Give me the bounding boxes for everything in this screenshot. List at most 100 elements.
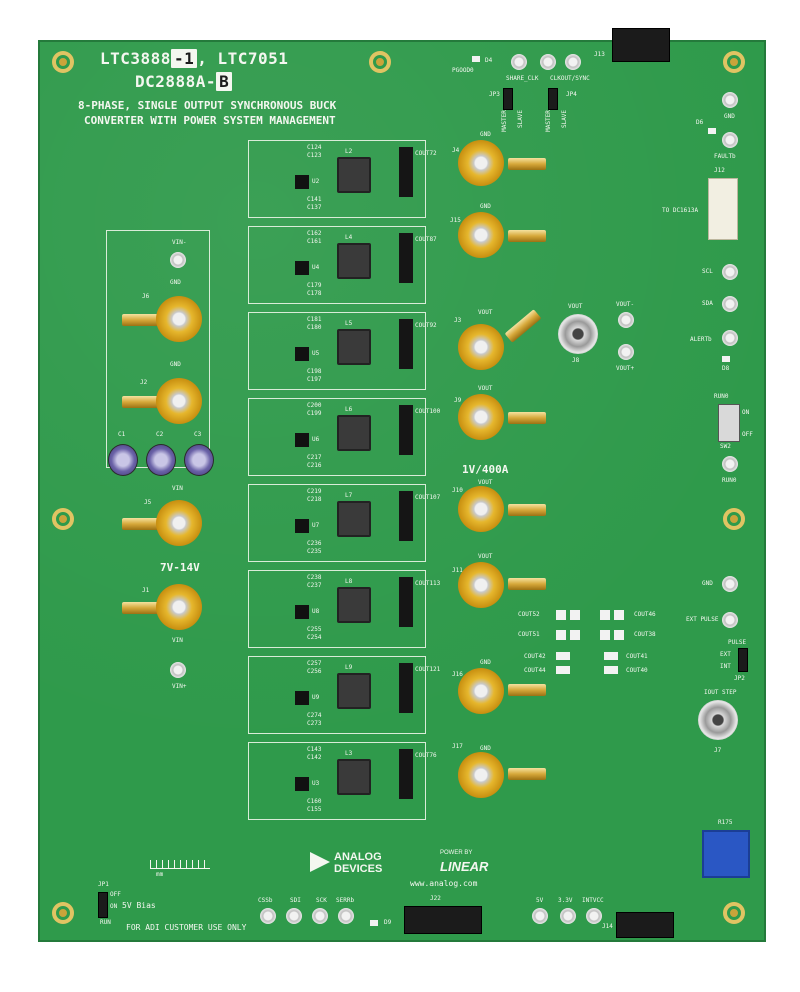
master-label-1: MASTER	[500, 110, 508, 132]
cout44-label: COUT44	[524, 667, 546, 674]
inductor-label: L6	[345, 406, 353, 413]
pad-cout44	[556, 666, 570, 674]
jumper-jp4[interactable]	[548, 88, 558, 110]
pad-cout51	[556, 630, 566, 640]
gnd-mid-testpoint[interactable]	[722, 576, 738, 592]
gnd-j17-label: GND	[480, 745, 491, 752]
post-j4[interactable]	[458, 140, 504, 186]
clkout-sync-testpoint[interactable]	[540, 54, 556, 70]
gnd-j2-label: GND	[170, 361, 181, 368]
pad-cout42	[556, 652, 570, 660]
vin-j5-label: VIN	[172, 485, 183, 492]
5v-testpoint[interactable]	[532, 908, 548, 924]
post-j3[interactable]	[458, 324, 504, 370]
faultb-label: FAULTb	[714, 153, 736, 160]
board-rev: B	[216, 72, 233, 91]
inductor-label: L9	[345, 664, 353, 671]
inductor-label: L7	[345, 492, 353, 499]
input-rating: 7V-14V	[160, 561, 200, 574]
post-j10[interactable]	[458, 486, 504, 532]
jumper-jp3[interactable]	[503, 88, 513, 110]
faultb-testpoint[interactable]	[722, 132, 738, 148]
cap-label-c: C255	[307, 626, 322, 633]
post-j17[interactable]	[458, 752, 504, 798]
sdi-testpoint[interactable]	[286, 908, 302, 924]
post-j9[interactable]	[458, 394, 504, 440]
switch-sw2[interactable]	[718, 404, 740, 442]
alertb-testpoint[interactable]	[722, 330, 738, 346]
post-j2[interactable]	[156, 378, 202, 424]
inductor-l7	[337, 501, 371, 537]
cap-label-a: C124	[307, 144, 322, 151]
mounting-hole	[52, 508, 74, 530]
post-j5[interactable]	[156, 500, 202, 546]
inductor-label: L4	[345, 234, 353, 241]
cap-label-a: C238	[307, 574, 322, 581]
potentiometer-r175[interactable]	[702, 830, 750, 878]
jumper-jp2[interactable]	[738, 648, 748, 672]
jumper-jp1[interactable]	[98, 892, 108, 918]
post-j6[interactable]	[156, 296, 202, 342]
sda-testpoint[interactable]	[722, 296, 738, 312]
stud-j15	[508, 230, 546, 242]
pad-cout41	[604, 652, 618, 660]
scl-testpoint[interactable]	[722, 264, 738, 280]
sck-testpoint[interactable]	[312, 908, 328, 924]
gnd-testpoint[interactable]	[722, 92, 738, 108]
clkout-sync-label: CLKOUT/SYNC	[550, 75, 590, 82]
ext-pulse-testpoint[interactable]	[722, 612, 738, 628]
slave-label-1: SLAVE	[517, 109, 525, 129]
stud-j16	[508, 684, 546, 696]
off-label: OFF	[110, 891, 121, 898]
ic-label: U2	[312, 178, 320, 185]
output-cap-stack	[399, 319, 413, 369]
board-id: DC2888A-B	[135, 72, 233, 91]
phase-3: U5 L5 C181 C180 C198 C197 COUT92	[248, 312, 437, 390]
j10-label: J10	[452, 487, 463, 494]
serrb-testpoint[interactable]	[338, 908, 354, 924]
cssb-testpoint[interactable]	[260, 908, 276, 924]
desc-line-1: 8-PHASE, SINGLE OUTPUT SYNCHRONOUS BUCK	[78, 99, 337, 112]
cout-label: COUT76	[415, 752, 437, 759]
c1-label: C1	[118, 431, 126, 438]
phase-1: U2 L2 C124 C123 C141 C137 COUT72	[248, 140, 437, 218]
j11-label: J11	[452, 567, 463, 574]
header-j13[interactable]	[612, 28, 670, 62]
3v3-testpoint[interactable]	[560, 908, 576, 924]
mounting-hole	[369, 51, 391, 73]
inductor-l9	[337, 673, 371, 709]
vout-minus-testpoint[interactable]	[618, 312, 634, 328]
output-cap-stack	[399, 749, 413, 799]
vin-minus-testpoint[interactable]	[170, 252, 186, 268]
j4-label: J4	[452, 147, 460, 154]
post-j15[interactable]	[458, 212, 504, 258]
j3-label: J3	[454, 317, 462, 324]
ic-label: U7	[312, 522, 320, 529]
header-j12[interactable]	[708, 178, 738, 240]
gnd-mid-label: GND	[702, 580, 713, 587]
cout38-label: COUT38	[634, 631, 656, 638]
bnc-j7[interactable]	[698, 700, 738, 740]
testpoint[interactable]	[565, 54, 581, 70]
to-dc1613a-label: TO DC1613A	[662, 207, 699, 214]
post-j11[interactable]	[458, 562, 504, 608]
vout-plus-testpoint[interactable]	[618, 344, 634, 360]
header-j14[interactable]	[616, 912, 674, 938]
part-title: LTC3888	[100, 49, 171, 68]
mounting-hole	[52, 51, 74, 73]
bnc-j8[interactable]	[558, 314, 598, 354]
share-clk-testpoint[interactable]	[511, 54, 527, 70]
ic-label: U9	[312, 694, 320, 701]
run0-testpoint[interactable]	[722, 456, 738, 472]
header-j22[interactable]	[404, 906, 482, 934]
vin-plus-testpoint[interactable]	[170, 662, 186, 678]
logo-devices: DEVICES	[334, 863, 383, 875]
post-j16[interactable]	[458, 668, 504, 714]
j6-label: J6	[142, 293, 150, 300]
post-j1[interactable]	[156, 584, 202, 630]
intvcc-testpoint[interactable]	[586, 908, 602, 924]
j7-label: J7	[714, 747, 722, 754]
pcb-board: LTC3888-1, LTC7051 DC2888A-B 8-PHASE, SI…	[38, 28, 766, 942]
d6-label: D6	[696, 119, 704, 126]
int-label: INT	[720, 663, 731, 670]
